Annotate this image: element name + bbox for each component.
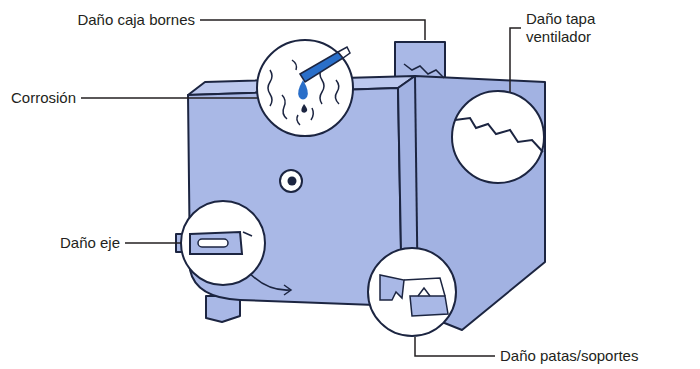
eye — [280, 170, 302, 192]
drop — [301, 104, 307, 113]
leader-line — [510, 28, 521, 92]
leader-line — [81, 97, 257, 99]
leader-line — [415, 337, 495, 356]
leader-line — [125, 242, 181, 244]
arrow-head — [284, 285, 291, 295]
callout-label: Corrosión — [11, 89, 76, 107]
callout-label: Daño eje — [60, 234, 120, 252]
terminal-crack — [404, 64, 444, 78]
callout-label: Daño caja bornes — [77, 11, 195, 29]
eye-pupil — [288, 177, 297, 186]
detail-feet — [368, 248, 456, 336]
pipe — [300, 52, 343, 82]
callout-label: Daño tapa ventilador — [526, 10, 606, 46]
drop — [298, 80, 308, 100]
callout-label: Daño patas/soportes — [500, 347, 638, 365]
leader-line — [200, 20, 425, 40]
detail-fan-cover — [452, 91, 544, 183]
detail-shaft — [181, 201, 265, 285]
detail-corrosion — [257, 40, 353, 136]
